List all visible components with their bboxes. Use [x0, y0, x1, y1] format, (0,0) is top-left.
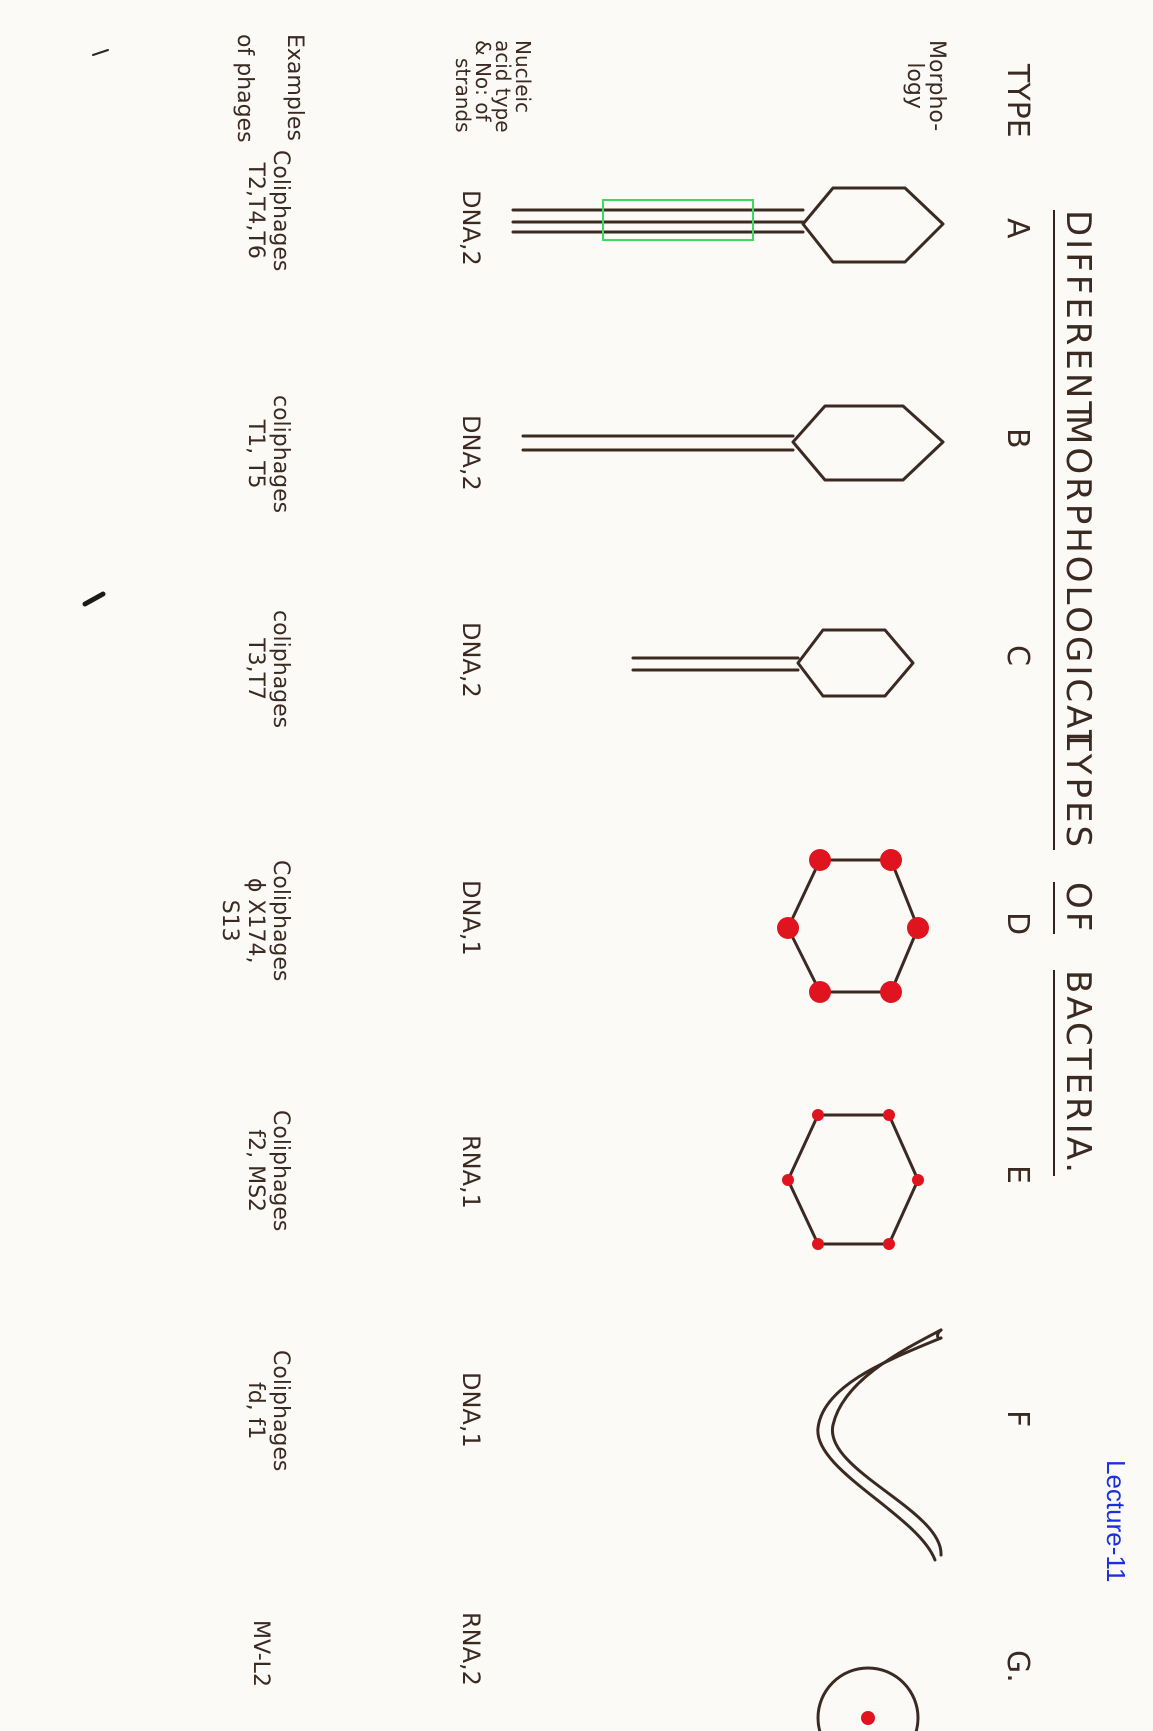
acid-g: RNA,2	[457, 1612, 485, 1686]
acid-b: DNA,2	[457, 415, 485, 491]
type-e-knob-4	[782, 1174, 794, 1186]
type-e-knob-1	[912, 1174, 924, 1186]
examples-a-line-1: Coliphages	[268, 150, 293, 272]
examples-g: MV-L2	[248, 1620, 273, 1687]
examples-g-line-1: MV-L2	[248, 1620, 273, 1687]
type-d-knob-5	[809, 849, 831, 871]
type-e-knob-6	[883, 1109, 895, 1121]
type-b-head	[791, 404, 945, 482]
type-f-filament-2	[816, 1336, 943, 1562]
acid-a: DNA,2	[457, 190, 485, 266]
examples-a-line-2: T2,T4,T6	[242, 162, 268, 259]
examples-d-line-3: S13	[217, 899, 243, 942]
examples-e-line-1: Coliphages	[268, 1110, 293, 1232]
examples-c: coliphages T3,T7	[242, 610, 293, 728]
examples-a: Coliphages T2,T4,T6	[242, 150, 293, 271]
acid-f: DNA,1	[457, 1372, 485, 1448]
type-d-capsid	[786, 858, 920, 994]
examples-e-line-2: f2, MS2	[242, 1129, 268, 1213]
stray-pen-tick	[92, 49, 109, 56]
acid-c: DNA,2	[457, 622, 485, 698]
type-g-nucleus	[861, 1711, 875, 1725]
examples-d-line-2: ϕ X174,	[242, 877, 268, 964]
type-f-filament-3	[936, 1328, 943, 1340]
type-f-filament-1	[831, 1328, 943, 1557]
type-d-knob-1	[907, 917, 929, 939]
examples-b-line-1: coliphages	[268, 395, 293, 514]
acid-d: DNA,1	[457, 880, 485, 956]
type-a-tail-highlight	[602, 199, 754, 241]
examples-f-line-1: Coliphages	[268, 1350, 293, 1472]
type-a-head	[801, 186, 945, 264]
examples-e: Coliphages f2, MS2	[242, 1110, 293, 1231]
examples-d-line-1: Coliphages	[268, 860, 293, 982]
type-d-knob-6	[880, 849, 902, 871]
acid-e: RNA,1	[457, 1135, 485, 1209]
type-e-capsid	[786, 1113, 920, 1246]
type-e-knob-2	[883, 1238, 895, 1250]
type-e-knob-3	[812, 1238, 824, 1250]
examples-c-line-1: coliphages	[268, 610, 293, 729]
examples-f-line-2: fd, f1	[242, 1381, 268, 1440]
type-e-knob-5	[812, 1109, 824, 1121]
examples-d: Coliphages ϕ X174, S13	[217, 860, 293, 981]
type-d-knob-3	[809, 981, 831, 1003]
type-d-knob-4	[777, 917, 799, 939]
examples-b: coliphages T1, T5	[242, 395, 293, 513]
stray-pen-mark	[82, 591, 106, 607]
examples-f: Coliphages fd, f1	[242, 1350, 293, 1471]
examples-c-line-2: T3,T7	[242, 638, 268, 700]
examples-b-line-2: T1, T5	[242, 419, 268, 489]
type-c-head	[796, 628, 915, 698]
type-g-capsid	[816, 1666, 920, 1731]
type-d-knob-2	[880, 981, 902, 1003]
